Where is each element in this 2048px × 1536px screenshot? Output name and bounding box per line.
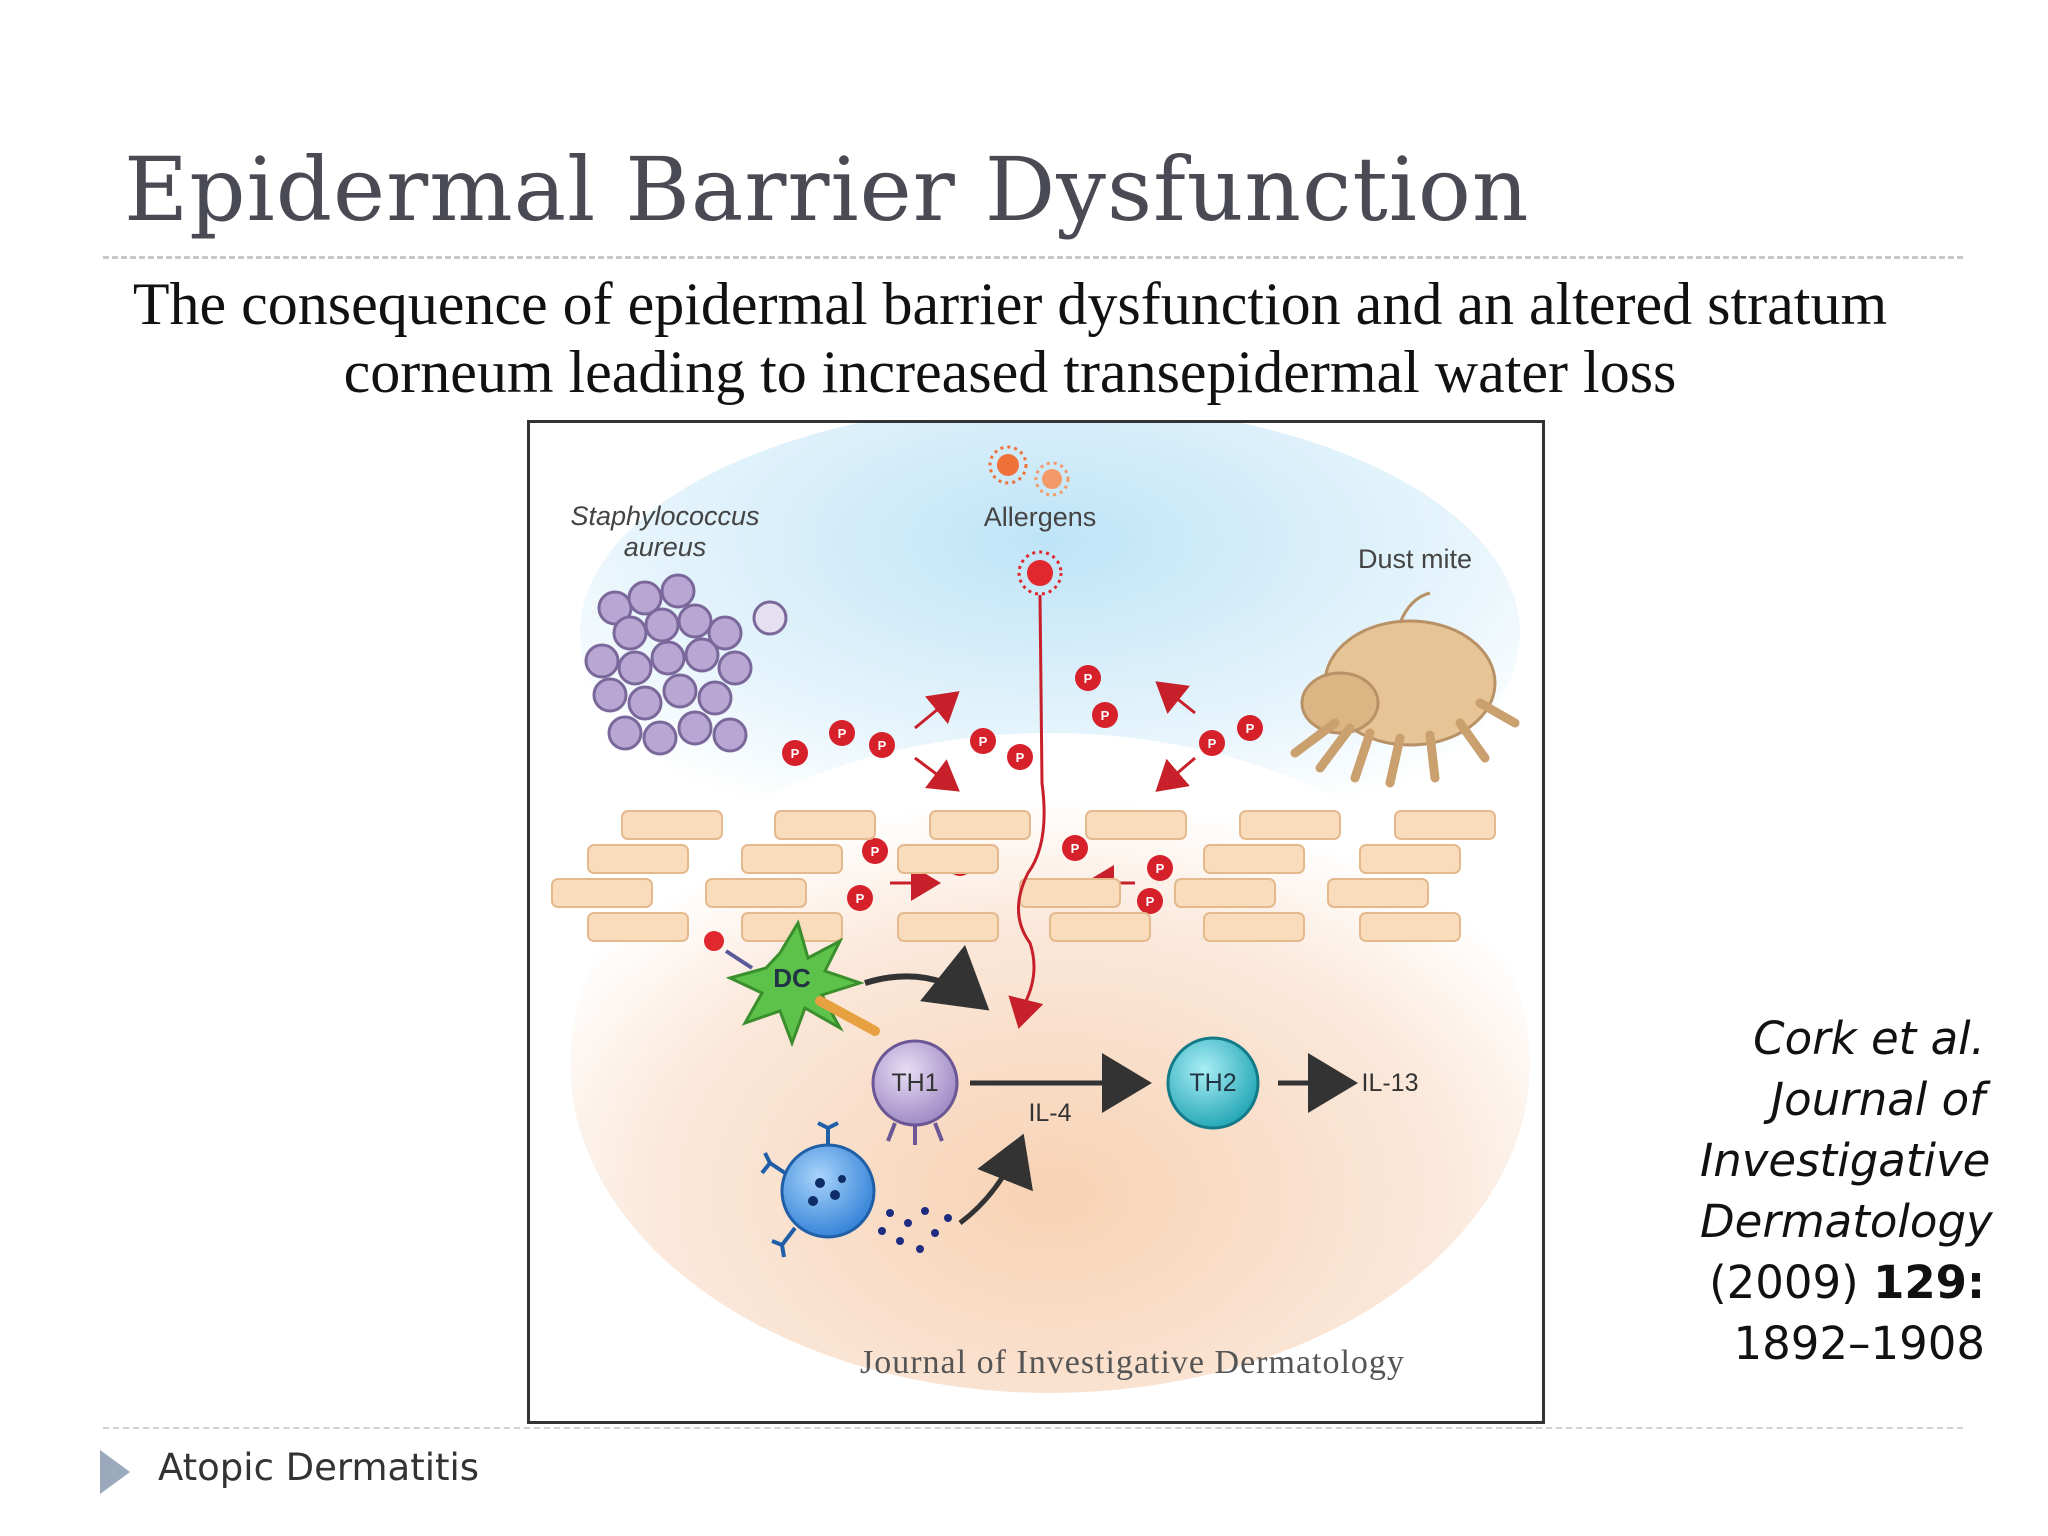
title-divider bbox=[103, 256, 1963, 259]
allergens-label: Allergens bbox=[984, 502, 1097, 532]
th1-label: TH1 bbox=[891, 1069, 938, 1097]
journal-logo: Journal of Investigative Dermatology bbox=[860, 1344, 1405, 1381]
svg-text:P: P bbox=[1146, 894, 1155, 909]
svg-text:P: P bbox=[1101, 708, 1110, 723]
citation-journal-line1: Journal of bbox=[1770, 1073, 1985, 1126]
dc-to-th-arrow bbox=[864, 944, 990, 1011]
allergen-particles bbox=[988, 445, 1070, 596]
protease-particles: P P P P P P P P P P P P P P P bbox=[782, 665, 1263, 914]
th2-label: TH2 bbox=[1189, 1069, 1236, 1097]
footer-label: Atopic Dermatitis bbox=[158, 1446, 480, 1489]
svg-text:P: P bbox=[878, 738, 887, 753]
svg-text:P: P bbox=[1246, 721, 1255, 736]
mast-cell bbox=[760, 1121, 952, 1258]
il13-label: IL-13 bbox=[1362, 1069, 1419, 1097]
svg-text:P: P bbox=[979, 734, 988, 749]
slide-subtitle: The consequence of epidermal barrier dys… bbox=[132, 271, 1888, 405]
mast-cell-arrow bbox=[958, 1133, 1033, 1225]
citation-journal-line2: Investigative bbox=[1700, 1134, 1991, 1187]
svg-text:P: P bbox=[1084, 671, 1093, 686]
stratum-corneum-bricks bbox=[551, 810, 1496, 942]
diagram-figure: Staphylococcus aureus Allergens Dust mit… bbox=[527, 420, 1545, 1424]
slide-title: Epidermal Barrier Dysfunction bbox=[124, 138, 1530, 241]
th1-cell bbox=[871, 1039, 959, 1145]
svg-text:P: P bbox=[1208, 736, 1217, 751]
citation-pages: 1892–1908 bbox=[1733, 1317, 1985, 1370]
dendritic-cell bbox=[704, 919, 880, 1048]
svg-text:P: P bbox=[1071, 841, 1080, 856]
barrier-diagram: Staphylococcus aureus Allergens Dust mit… bbox=[551, 423, 1530, 1393]
citation-authors: Cork et al. bbox=[1753, 1012, 1985, 1065]
footer-divider bbox=[103, 1427, 1963, 1429]
svg-text:P: P bbox=[791, 746, 800, 761]
il4-label: IL-4 bbox=[1028, 1099, 1071, 1127]
citation-journal-line3: Dermatology bbox=[1700, 1195, 1993, 1248]
svg-text:P: P bbox=[856, 891, 865, 906]
citation: Cork et al. Journal of Investigative Der… bbox=[1700, 1008, 1993, 1374]
dust-mite bbox=[1290, 591, 1520, 788]
citation-year: (2009) bbox=[1709, 1256, 1859, 1309]
citation-volume: 129: bbox=[1873, 1256, 1985, 1309]
environment-background bbox=[580, 423, 1520, 863]
svg-text:P: P bbox=[838, 726, 847, 741]
footer-triangle-icon bbox=[100, 1450, 130, 1494]
svg-text:P: P bbox=[871, 844, 880, 859]
dc-label: DC bbox=[773, 963, 811, 993]
staphylococcus-cluster bbox=[584, 573, 788, 756]
allergen-penetration-arrow bbox=[1008, 594, 1046, 1029]
svg-text:P: P bbox=[1016, 750, 1025, 765]
aureus-label: aureus bbox=[624, 532, 707, 562]
svg-text:P: P bbox=[1156, 861, 1165, 876]
citation-year-volume: (2009) 129: bbox=[1700, 1252, 1985, 1313]
staphylococcus-label: Staphylococcus bbox=[570, 501, 759, 531]
th2-cell bbox=[1166, 1036, 1260, 1130]
dust-mite-label: Dust mite bbox=[1358, 544, 1472, 574]
